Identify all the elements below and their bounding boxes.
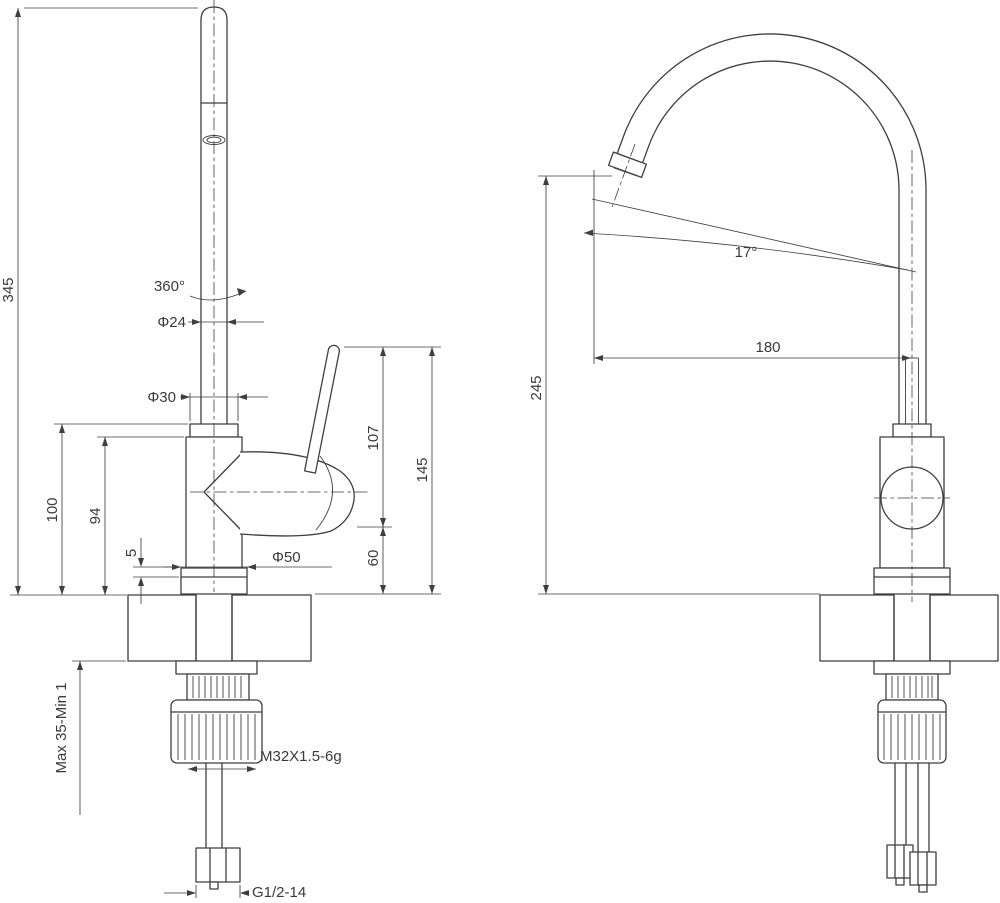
dim-label-d30: Φ30: [147, 389, 176, 406]
dim-height-100: 100: [44, 423, 188, 595]
supply-hoses: [886, 762, 937, 893]
countertop-front: [127, 594, 312, 662]
dim-label-180: 180: [755, 339, 780, 356]
dim-label-d24: Φ24: [157, 314, 186, 331]
dim-neck-diameter: Φ30: [147, 389, 268, 421]
mounting-hardware-front: [170, 660, 263, 764]
dim-spout-diameter: Φ24: [157, 314, 264, 331]
dim-spout-reach: 180: [593, 170, 911, 364]
handle-lever: [303, 344, 341, 474]
dim-pivot-height: 60: [365, 527, 386, 594]
dim-label-d50: Φ50: [272, 549, 301, 566]
dim-flange-step: 5: [123, 538, 179, 604]
dim-mount-thread: M32X1.5-6g: [188, 748, 342, 772]
mounting-hardware-side: [873, 660, 951, 764]
dim-label-345: 345: [0, 277, 17, 302]
gooseneck-spout: [607, 33, 927, 437]
dim-base-diameter: Φ50: [164, 549, 332, 570]
dim-label-m32: M32X1.5-6g: [260, 748, 342, 765]
dim-label-360: 360°: [154, 278, 185, 295]
dim-label-100: 100: [44, 497, 61, 522]
spout-tip-centerline: [610, 143, 636, 211]
dim-total-height: 345: [0, 7, 198, 596]
dim-label-60: 60: [365, 550, 382, 567]
dim-label-5: 5: [123, 549, 140, 557]
supply-pipe-front: [195, 762, 241, 890]
dim-label-245: 245: [528, 375, 545, 400]
base-flange-side: [873, 567, 951, 595]
aerator-tip: [607, 151, 648, 179]
mounting-shank-side: [893, 593, 931, 662]
handle-boss: [239, 451, 355, 537]
dim-spout-height: 245: [528, 175, 820, 595]
countertop-side: [819, 594, 999, 662]
dim-lever-length: 107: [357, 347, 392, 528]
dim-label-145: 145: [414, 457, 431, 482]
dim-label-17: 17°: [735, 244, 758, 261]
dim-mount-thickness: Max 35-Min 1: [53, 660, 126, 815]
dim-lever-top-height: 145: [315, 346, 441, 595]
dim-label-g12: G1/2-14: [252, 884, 306, 901]
mounting-shank-front: [195, 593, 233, 662]
dim-height-94: 94: [87, 436, 184, 595]
dim-label-max35: Max 35-Min 1: [53, 683, 70, 774]
side-view: 17° 180 245: [528, 33, 999, 893]
dim-inlet-thread: G1/2-14: [164, 884, 306, 901]
front-view: 345 100 94 360° Φ24: [0, 0, 441, 901]
dim-label-107: 107: [365, 425, 382, 450]
dim-outlet-angle: 17°: [583, 198, 917, 273]
dim-swivel: 360°: [154, 278, 247, 301]
dim-label-94: 94: [87, 508, 104, 525]
